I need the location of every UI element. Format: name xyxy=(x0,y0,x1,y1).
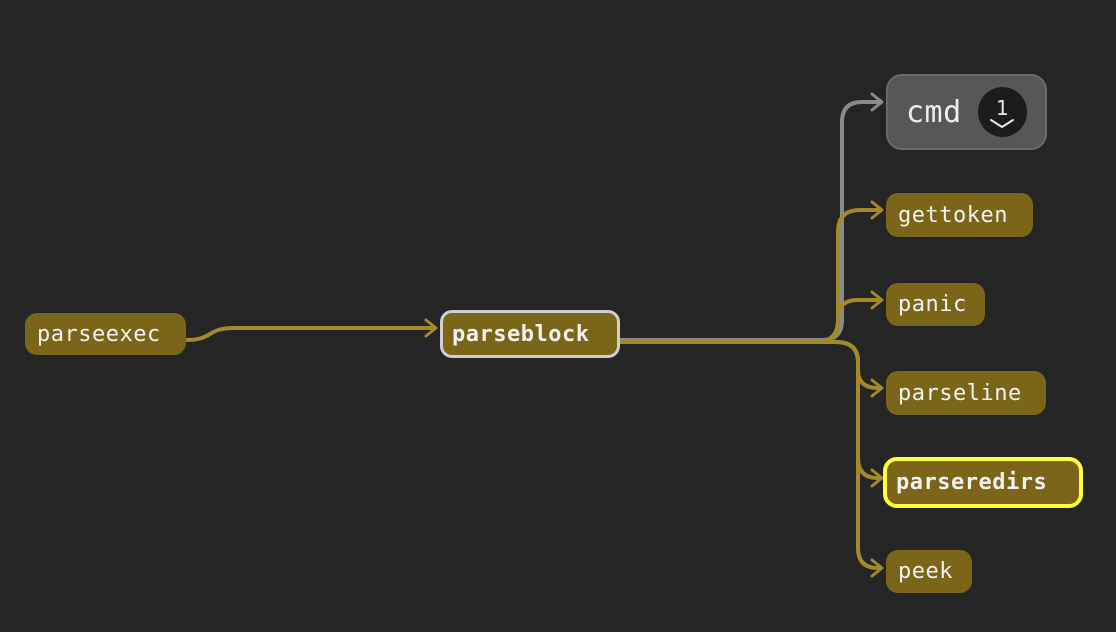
node-label: parseblock xyxy=(452,321,590,347)
node-label: gettoken xyxy=(898,202,1008,228)
node-parseblock[interactable]: parseblock xyxy=(440,310,620,358)
edge-parseblock-parseredirs xyxy=(620,340,884,488)
node-group-cmd[interactable]: cmd 1 xyxy=(886,74,1047,150)
node-gettoken[interactable]: gettoken xyxy=(886,193,1033,237)
node-label: cmd xyxy=(906,94,962,130)
hidden-count: 1 xyxy=(995,96,1009,120)
node-panic[interactable]: panic xyxy=(886,283,985,326)
node-parseline[interactable]: parseline xyxy=(886,371,1046,415)
node-label: parseredirs xyxy=(896,470,1048,495)
edge-parseblock-peek xyxy=(620,340,884,578)
node-label: peek xyxy=(898,559,953,584)
chevron-down-icon xyxy=(990,119,1015,128)
node-peek[interactable]: peek xyxy=(886,550,972,593)
node-label: panic xyxy=(898,292,967,317)
node-label: parseline xyxy=(898,380,1022,406)
node-parseexec[interactable]: parseexec xyxy=(25,313,186,355)
node-label: parseexec xyxy=(37,321,161,347)
expand-count-badge[interactable]: 1 xyxy=(977,87,1027,137)
edge-parseblock-parseline xyxy=(620,340,884,398)
edge-parseexec-parseblock xyxy=(185,318,438,342)
node-parseredirs[interactable]: parseredirs xyxy=(883,457,1083,508)
